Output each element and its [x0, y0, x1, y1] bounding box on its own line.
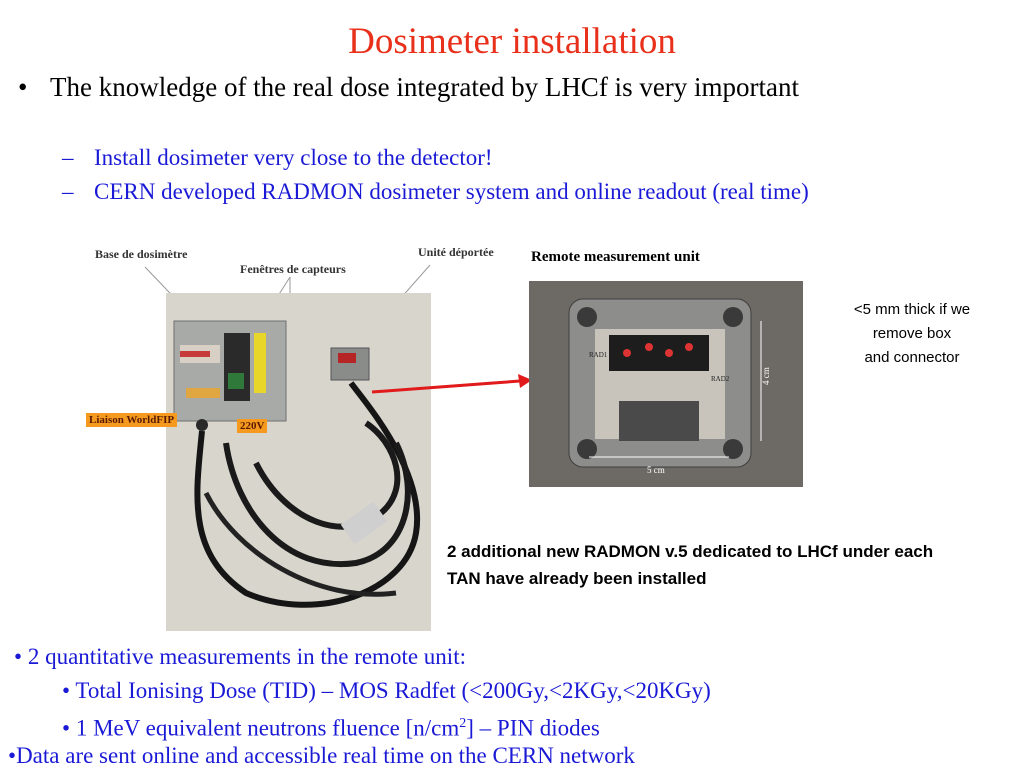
dim-height-text: 4 cm	[761, 367, 771, 385]
lower-bullet-1b-pre: 1 MeV equivalent neutrons fluence [n/cm	[75, 715, 460, 741]
remote-unit-caption: Remote measurement unit	[531, 249, 700, 265]
dash-marker: –	[62, 179, 74, 204]
lower-bullet-1b-post: ] – PIN diodes	[466, 715, 600, 741]
label-unite: Unité déportée	[418, 245, 494, 259]
sub-bullet-1-text: Install dosimeter very close to the dete…	[94, 145, 493, 170]
sub-bullet-2-text: CERN developed RADMON dosimeter system a…	[94, 179, 809, 204]
bullet-dot: •	[62, 678, 76, 703]
label-fenetres: Fenêtres de capteurs	[240, 262, 346, 276]
red-arrow	[371, 374, 532, 394]
dosimeter-photo	[166, 293, 431, 631]
dash-marker: –	[62, 145, 74, 170]
thickness-note: <5 mm thick if we remove box and connect…	[812, 298, 1012, 370]
lower-bullet-1b: • 1 MeV equivalent neutrons fluence [n/c…	[62, 710, 600, 743]
bullet-dot: •	[14, 644, 28, 669]
remote-unit-illustration: RAD1 RAD2 5 cm 4 cm	[529, 281, 803, 487]
remote-unit-photo: RAD1 RAD2 5 cm 4 cm	[529, 281, 803, 487]
bullet-dot: •	[18, 72, 28, 102]
sub-bullet-1: – Install dosimeter very close to the de…	[62, 144, 1012, 172]
dim-width-text: 5 cm	[647, 465, 665, 475]
sub-bullet-2: – CERN developed RADMON dosimeter system…	[62, 178, 1017, 234]
lower-bullet-2: •Data are sent online and accessible rea…	[8, 742, 635, 770]
bullet-dot: •	[62, 715, 76, 741]
slide-title: Dosimeter installation	[348, 21, 676, 62]
lower-bullet-1a: • Total Ionising Dose (TID) – MOS Radfet…	[62, 677, 711, 705]
rad2-text: RAD2	[711, 375, 730, 383]
thickness-line-3: and connector	[864, 349, 960, 366]
superscript-2: 2	[459, 716, 467, 731]
label-base: Base de dosimètre	[95, 247, 188, 261]
radmon-note: 2 additional new RADMON v.5 dedicated to…	[447, 542, 934, 588]
lower-bullet-1a-text: Total Ionising Dose (TID) – MOS Radfet (…	[75, 678, 711, 703]
lower-bullet-2-text: Data are sent online and accessible real…	[16, 743, 635, 768]
thickness-line-1: <5 mm thick if we	[853, 301, 971, 318]
bullet-dot: •	[8, 743, 17, 768]
lower-bullet-1-text: 2 quantitative measurements in the remot…	[27, 644, 466, 669]
rad1-text: RAD1	[589, 351, 608, 359]
main-bullet: • The knowledge of the real dose integra…	[18, 72, 1008, 136]
label-220v: 220V	[237, 419, 268, 433]
dosimeter-illustration	[166, 293, 431, 631]
label-liaison: Liaison WorldFIP	[86, 413, 178, 427]
thickness-line-2: remove box	[872, 325, 952, 342]
lower-bullet-1: • 2 quantitative measurements in the rem…	[14, 643, 466, 671]
main-bullet-text: The knowledge of the real dose integrate…	[50, 72, 800, 102]
